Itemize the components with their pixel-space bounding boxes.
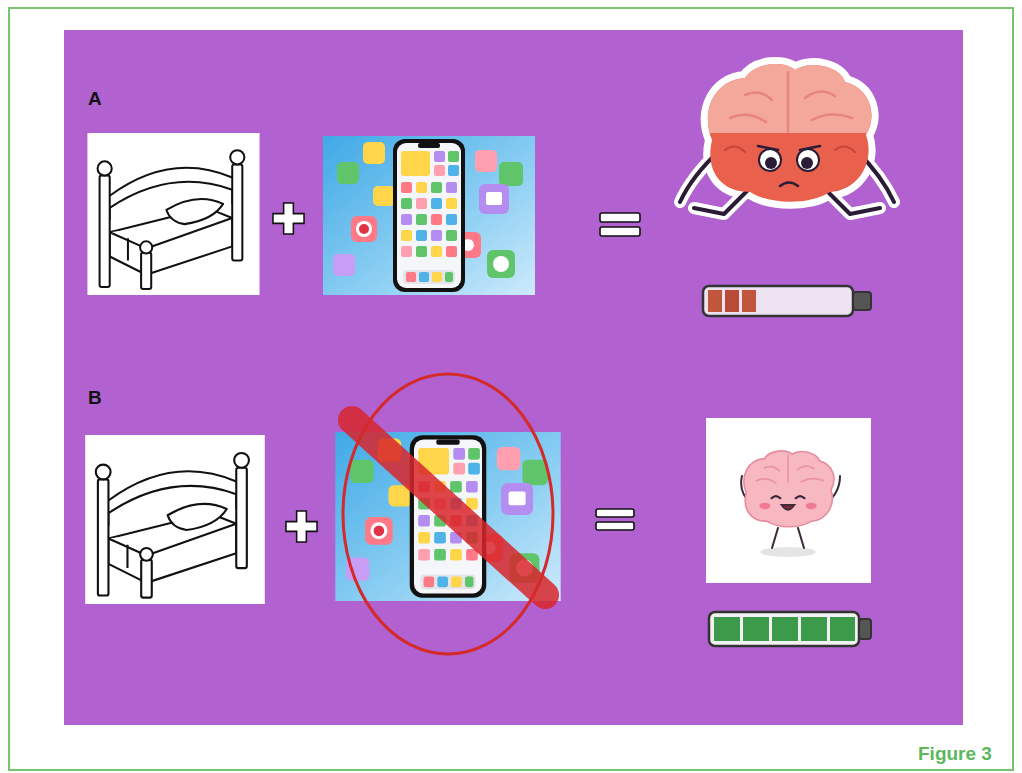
no-phone-mark (343, 374, 553, 654)
full-battery (709, 612, 859, 646)
sad-brain (690, 55, 890, 133)
sad-brain (797, 149, 819, 171)
purple-panel (64, 30, 963, 725)
happy-brain (756, 467, 779, 483)
happy-brain (781, 505, 794, 510)
sad-brain (680, 55, 894, 214)
happy-brain (806, 503, 817, 510)
full-battery (801, 617, 827, 641)
no-phone-mark (343, 374, 553, 654)
figure-frame (9, 8, 1013, 770)
sad-brain (765, 157, 777, 169)
full-battery (830, 617, 855, 641)
figure-caption: Figure 3 (918, 743, 992, 765)
full-battery (714, 617, 740, 641)
happy-brain (787, 455, 789, 481)
sad-brain (730, 72, 852, 132)
happy-brain (797, 466, 823, 482)
low-battery (725, 290, 739, 312)
row-b-illustration (85, 374, 871, 654)
panel-letter: B (88, 387, 102, 409)
low-battery (703, 286, 853, 316)
low-battery (708, 290, 722, 312)
sad-brain (730, 92, 772, 122)
happy-brain (744, 451, 834, 527)
phone-apps-image (323, 136, 535, 295)
sad-brain (725, 146, 855, 152)
full-battery (859, 619, 871, 639)
happy-brain (756, 455, 823, 483)
no-phone-mark (352, 420, 545, 595)
full-battery (743, 617, 769, 641)
happy-brain (706, 418, 871, 583)
low-battery (703, 286, 871, 316)
equals-sign (600, 213, 640, 222)
equals-sign (600, 227, 640, 236)
happy-brain (759, 503, 770, 510)
sad-brain (725, 146, 855, 152)
full-battery (709, 612, 871, 646)
sad-brain (780, 183, 798, 187)
panel-letter: A (88, 88, 102, 110)
full-battery (772, 617, 798, 641)
equals-sign (596, 509, 634, 530)
happy-brain (760, 547, 816, 557)
plus-sign (273, 203, 304, 234)
row-a-illustration (87, 55, 894, 316)
plus-sign (286, 511, 317, 542)
sad-brain (805, 91, 852, 120)
bed-image (87, 133, 259, 295)
happy-brain (772, 496, 805, 498)
equals-sign (596, 509, 634, 517)
equals-sign (596, 522, 634, 530)
sad-brain (787, 72, 790, 132)
sad-brain (758, 146, 820, 150)
happy-brain (744, 451, 834, 527)
sad-brain (759, 149, 781, 171)
bed-image (85, 435, 265, 604)
equals-sign (600, 213, 640, 236)
happy-brain (706, 418, 871, 583)
low-battery (742, 290, 756, 312)
sad-brain (801, 157, 813, 169)
low-battery (853, 292, 871, 310)
